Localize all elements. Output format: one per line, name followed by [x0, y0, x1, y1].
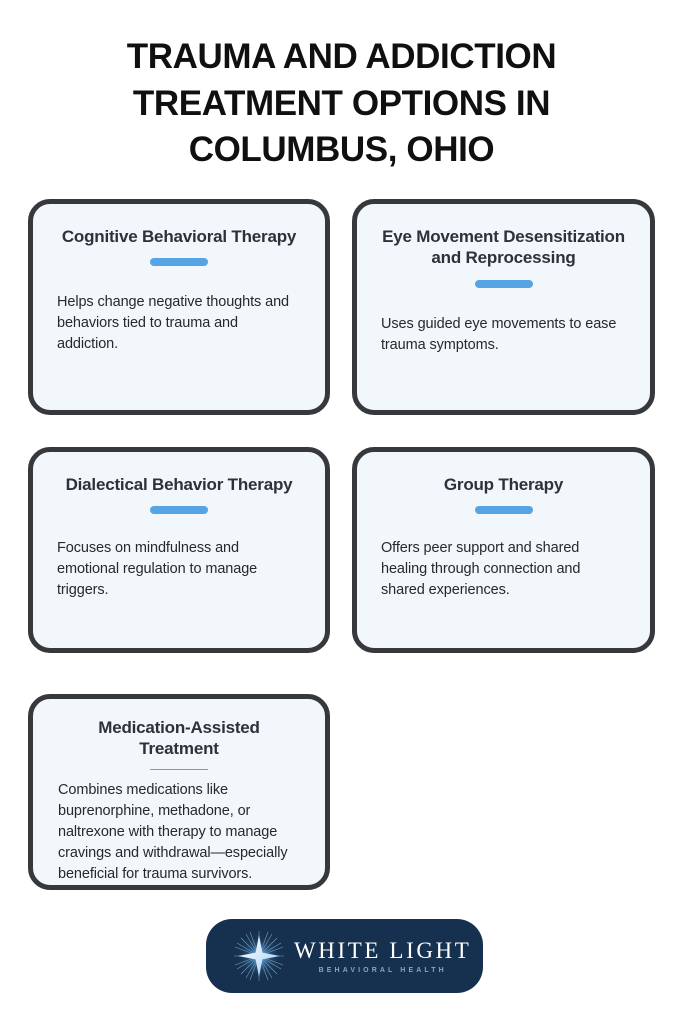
logo-wordmark: WHITE LIGHT	[294, 937, 472, 963]
accent-divider-bar	[474, 279, 533, 288]
card-heading: Cognitive Behavioral Therapy	[61, 227, 297, 246]
card-body-text: Uses guided eye movements to ease trauma…	[381, 315, 617, 353]
treatment-card: Group Therapy Offers peer support and sh…	[352, 447, 655, 653]
card-body-text: Combines medications like buprenorphine,…	[58, 781, 288, 882]
accent-divider-bar	[150, 258, 208, 267]
four-pointed-star-burst-icon	[232, 929, 286, 983]
accent-divider-bar	[150, 506, 208, 515]
logo-tagline: BEHAVIORAL HEALTH	[318, 966, 447, 974]
treatment-card: Eye Movement Desensitization and Reproce…	[352, 199, 655, 415]
card-heading: Medication-Assisted Treatment	[98, 718, 260, 759]
card-heading: Eye Movement Desensitization and Reproce…	[382, 227, 625, 268]
card-heading: Dialectical Behavior Therapy	[65, 475, 293, 494]
treatment-card: Medication-Assisted Treatment Combines m…	[28, 694, 330, 890]
treatment-card: Dialectical Behavior Therapy Focuses on …	[28, 447, 330, 653]
accent-divider-bar	[474, 506, 533, 515]
brand-logo-badge: WHITE LIGHT BEHAVIORAL HEALTH	[206, 919, 483, 993]
page-title: TRAUMA AND ADDICTION TREATMENT OPTIONS I…	[126, 37, 557, 170]
card-body-text: Focuses on mindfulness and emotional reg…	[57, 540, 258, 599]
card-heading: Group Therapy	[443, 475, 564, 494]
treatment-card: Cognitive Behavioral Therapy Helps chang…	[28, 199, 330, 415]
card-body-text: Helps change negative thoughts and behav…	[57, 294, 289, 353]
card-body-text: Offers peer support and shared healing t…	[381, 540, 581, 599]
